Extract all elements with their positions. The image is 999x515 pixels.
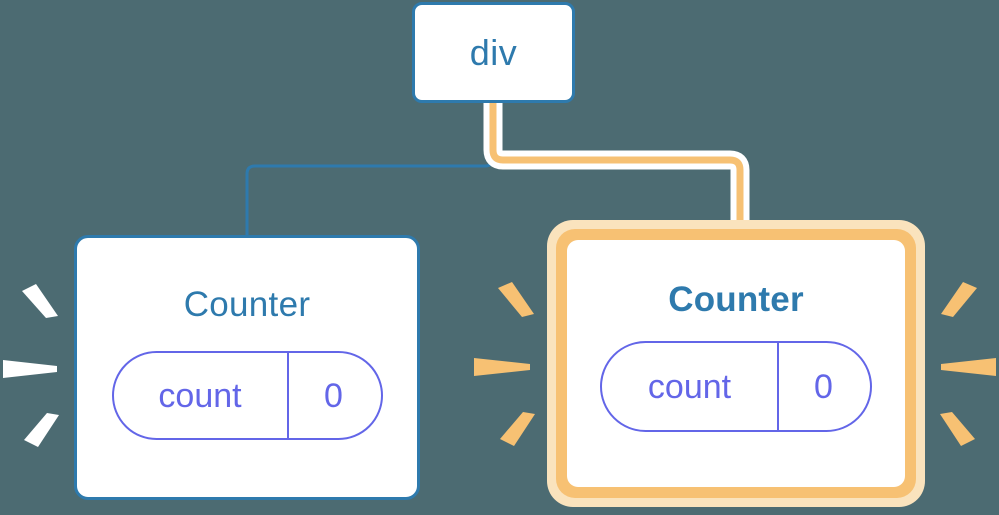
state-key-left: count <box>158 376 242 415</box>
sparkle-ray-orange-left-middle <box>474 358 530 376</box>
counter-node-right-highlight[interactable]: Counter count 0 <box>547 220 925 507</box>
div-node[interactable]: div <box>412 2 575 103</box>
state-value-right: 0 <box>777 343 868 430</box>
sparkle-ray-orange-left-upper <box>498 282 534 317</box>
sparkle-ray-white-middle <box>3 360 57 378</box>
sparkle-ray-white-lower <box>24 413 59 447</box>
state-value-left: 0 <box>286 353 379 438</box>
div-node-label: div <box>469 31 518 73</box>
state-key-right: count <box>647 367 732 406</box>
sparkle-ray-orange-left-lower <box>500 412 535 446</box>
counter-node-left-label: Counter <box>183 285 311 324</box>
counter-node-right-label: Counter <box>668 280 804 319</box>
counter-node-right[interactable]: Counter count 0 <box>567 240 905 487</box>
counter-node-left[interactable]: Counter count 0 <box>74 235 420 500</box>
sparkle-ray-orange-right-lower <box>940 412 975 446</box>
state-pill-right: count 0 <box>600 341 872 432</box>
counter-node-right-ring: Counter count 0 <box>556 229 916 498</box>
sparkle-ray-orange-right-upper <box>941 282 977 317</box>
sparkle-ray-white-upper <box>22 284 58 318</box>
sparkle-ray-orange-right-middle <box>941 358 996 376</box>
connector-div-to-right-counter <box>489 103 744 230</box>
state-pill-left: count 0 <box>111 351 383 440</box>
